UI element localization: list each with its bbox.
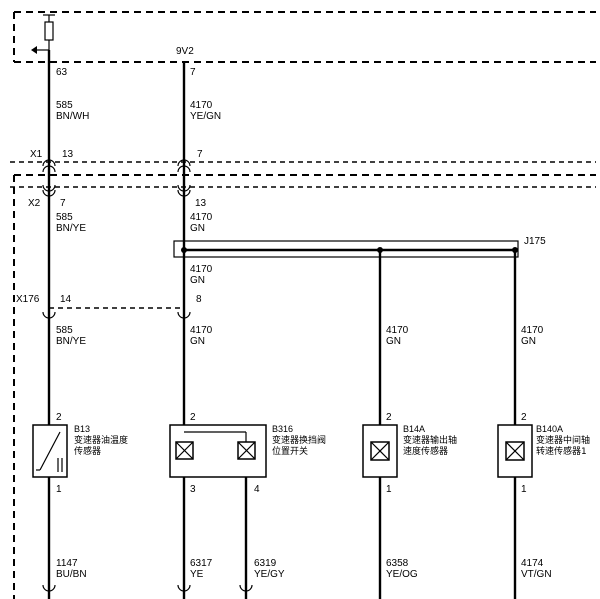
wire-a-top-color: BN/WH <box>56 111 89 122</box>
b13-id: B13 <box>74 424 90 434</box>
b14a-name-line1: 变速器输出轴 <box>403 434 457 446</box>
wire-b-x176-pin: 8 <box>196 294 202 305</box>
connector-marks-wire-a <box>42 159 56 592</box>
x1-label: X1 <box>30 149 43 160</box>
lower-module-border <box>13 174 596 599</box>
b14a-name-line2: 速度传感器 <box>403 445 448 457</box>
wire-b-top-pin: 7 <box>190 67 196 78</box>
b316-out-right-circuit: 6319 <box>254 558 277 569</box>
wire-a-top-circuit: 585 <box>56 100 73 111</box>
wire-b-low-circuit: 4170 <box>190 325 213 336</box>
power-feed-symbol <box>31 14 55 54</box>
b14a-pin-top: 2 <box>386 412 392 423</box>
b316-pin-bottom-left: 3 <box>190 484 196 495</box>
wire-a-x176-pin: 14 <box>60 294 72 305</box>
b140a-out-circuit: 4174 <box>521 558 544 569</box>
b14a-out-color: YE/OG <box>386 569 418 580</box>
wire-a-low-circuit: 585 <box>56 325 73 336</box>
wire-b-top-circuit: 4170 <box>190 100 213 111</box>
upper-module-border <box>13 11 596 63</box>
wire-a-x2-pin: 7 <box>60 198 66 209</box>
wire-c-circuit: 4170 <box>386 325 409 336</box>
b13-pin-top: 2 <box>56 412 62 423</box>
b140a-name-line2: 转速传感器1 <box>536 445 587 457</box>
b13-out-circuit: 1147 <box>56 558 78 569</box>
splice-j175 <box>173 240 519 258</box>
b316-pin-bottom-right: 4 <box>254 484 260 495</box>
b140a-pin-top: 2 <box>521 412 527 423</box>
wire-a-x1-pin: 13 <box>62 149 74 160</box>
b140a-name-line1: 变速器中间轴 <box>536 434 590 446</box>
b316-pin-top: 2 <box>190 412 196 423</box>
b316-name-line1: 变速器换挡阀 <box>272 434 326 446</box>
x2-label: X2 <box>28 198 41 209</box>
wire-b-mid-color: GN <box>190 223 205 234</box>
wire-b-splice-circuit: 4170 <box>190 264 213 275</box>
component-b13 <box>32 424 68 478</box>
component-b316 <box>169 424 267 478</box>
wire-c-color: GN <box>386 336 401 347</box>
b316-name-line2: 位置开关 <box>272 445 308 457</box>
b14a-pin-bottom: 1 <box>386 484 392 495</box>
wire-b-splice-color: GN <box>190 275 205 286</box>
wire-b-x1-pin: 7 <box>197 149 203 160</box>
wire-a-mid-circuit: 585 <box>56 212 73 223</box>
component-b14a <box>362 424 398 478</box>
inline-connector-band <box>10 161 596 188</box>
b316-out-left-color: YE <box>190 569 204 580</box>
wire-b-mid-circuit: 4170 <box>190 212 213 223</box>
b316-id: B316 <box>272 424 293 434</box>
wire-a-top-pin: 63 <box>56 67 68 78</box>
b316-out-right-color: YE/GY <box>254 569 285 580</box>
x176-label: X176 <box>16 294 40 305</box>
wire-d-color: GN <box>521 336 536 347</box>
b13-pin-bottom: 1 <box>56 484 62 495</box>
b140a-out-color: VT/GN <box>521 569 552 580</box>
wire-d-circuit: 4170 <box>521 325 544 336</box>
wire-b-top-color: YE/GN <box>190 111 221 122</box>
wire-b-x2-pin: 13 <box>195 198 207 209</box>
wire-a-low-color: BN/YE <box>56 336 86 347</box>
wire-a-mid-color: BN/YE <box>56 223 86 234</box>
b14a-id: B14A <box>403 424 425 434</box>
b140a-pin-bottom: 1 <box>521 484 527 495</box>
wire-b-low-color: GN <box>190 336 205 347</box>
wire-b-supply: 9V2 <box>176 46 194 57</box>
b14a-out-circuit: 6358 <box>386 558 409 569</box>
b13-name-line2: 传感器 <box>74 445 101 457</box>
b316-out-left-circuit: 6317 <box>190 558 213 569</box>
splice-label: J175 <box>524 236 546 247</box>
b13-out-color: BU/BN <box>56 569 87 580</box>
b13-name-line1: 变速器油温度 <box>74 434 128 446</box>
component-b140a <box>497 424 533 478</box>
b140a-id: B140A <box>536 424 563 434</box>
